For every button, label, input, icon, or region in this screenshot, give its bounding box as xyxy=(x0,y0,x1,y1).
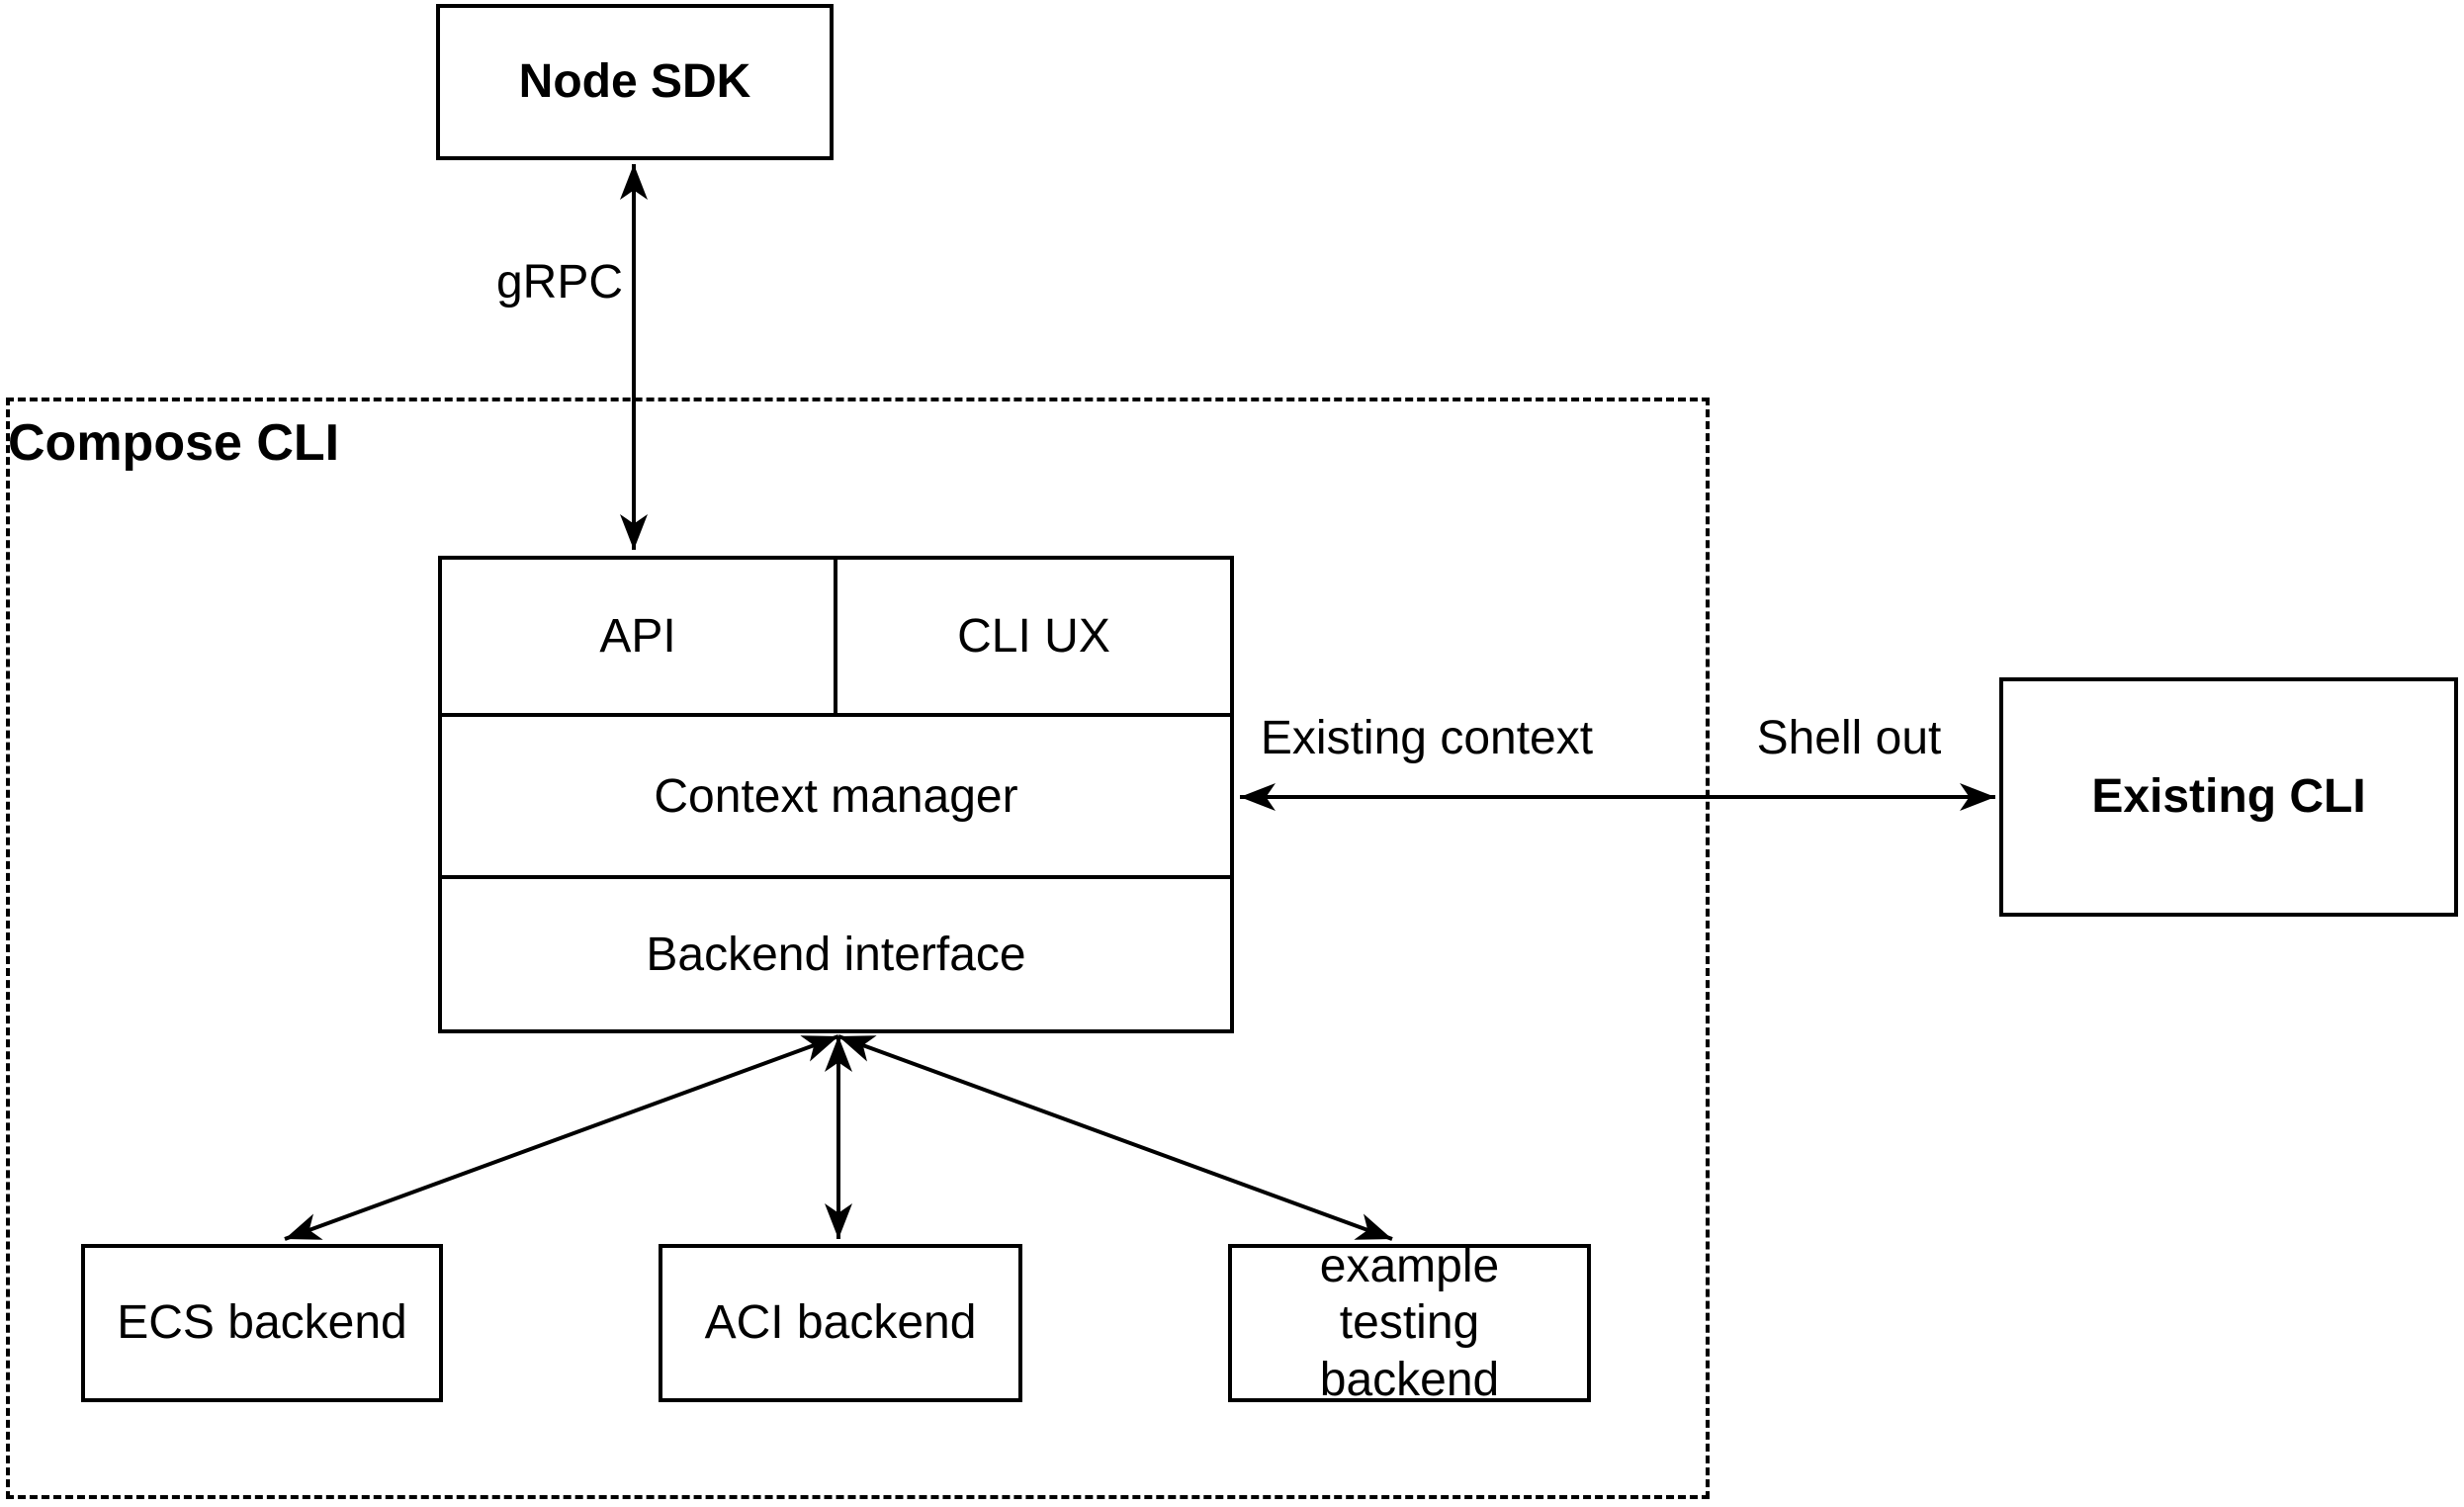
compose-cli-group-container xyxy=(6,398,1710,1499)
existing-context-edge-label: Existing context xyxy=(1254,711,1600,766)
existing-cli-box: Existing CLI xyxy=(1999,677,2458,917)
context-manager-label: Context manager xyxy=(654,769,1018,823)
compose-cli-core-box: API CLI UX Context manager Backend inter… xyxy=(438,556,1234,1033)
node-sdk-label: Node SDK xyxy=(518,55,751,109)
example-testing-backend-label: example testing backend xyxy=(1319,1239,1500,1406)
cli-ux-label: CLI UX xyxy=(957,610,1110,663)
compose-cli-group-label: Compose CLI xyxy=(8,414,340,472)
context-manager-cell: Context manager xyxy=(442,717,1230,879)
api-label: API xyxy=(599,610,676,663)
aci-backend-box: ACI backend xyxy=(659,1244,1022,1402)
shell-out-edge-label: Shell out xyxy=(1750,711,1948,766)
existing-cli-label: Existing CLI xyxy=(2091,770,2366,824)
api-cell: API xyxy=(442,560,837,713)
backend-interface-cell: Backend interface xyxy=(442,879,1230,1029)
aci-backend-label: ACI backend xyxy=(704,1296,977,1350)
top-row: API CLI UX xyxy=(442,560,1230,717)
cli-ux-cell: CLI UX xyxy=(837,560,1230,713)
node-sdk-box: Node SDK xyxy=(436,4,834,160)
ecs-backend-box: ECS backend xyxy=(81,1244,443,1402)
backend-interface-label: Backend interface xyxy=(646,928,1026,981)
ecs-backend-label: ECS backend xyxy=(117,1296,407,1350)
grpc-edge-label: gRPC xyxy=(461,255,659,310)
example-testing-backend-box: example testing backend xyxy=(1228,1240,1591,1406)
